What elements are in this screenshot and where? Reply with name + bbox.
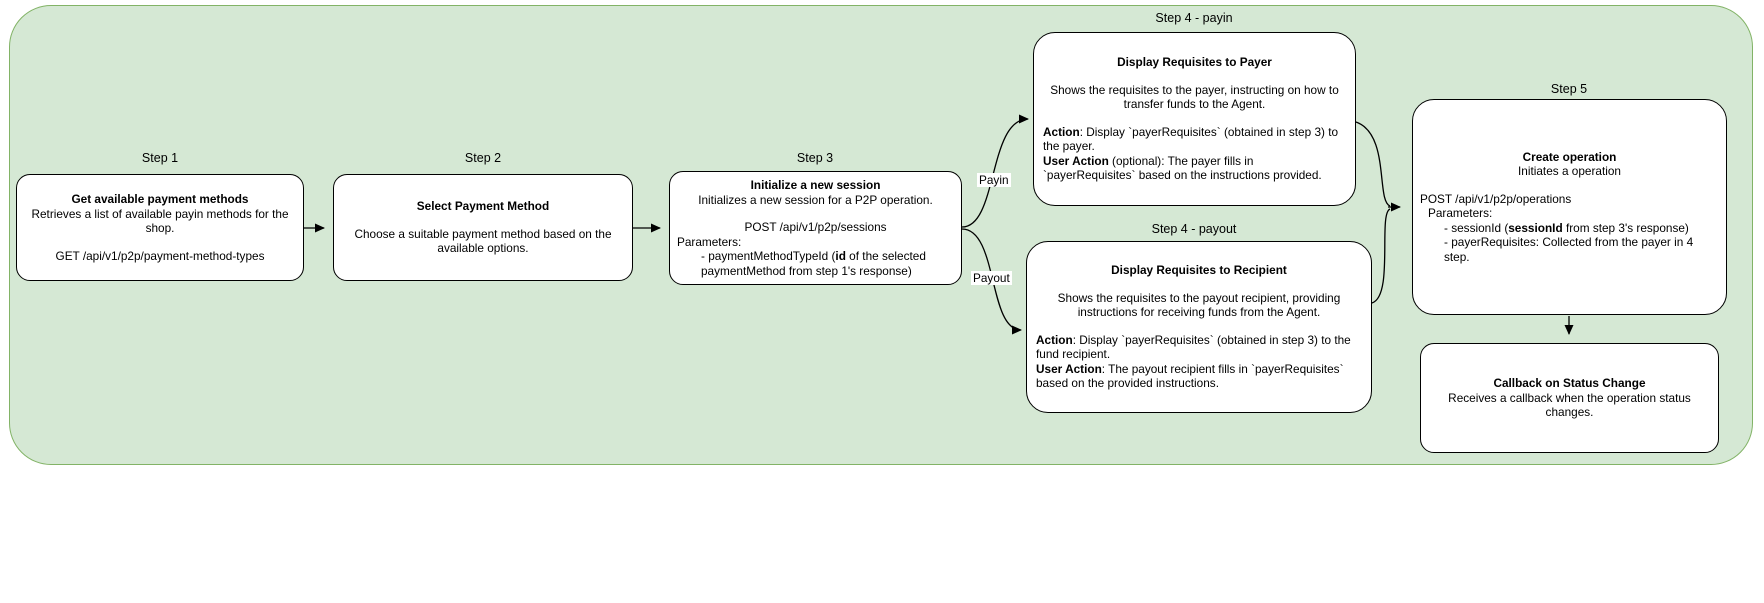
node-step1-get-payment-methods: Get available payment methods Retrieves … <box>16 174 304 281</box>
label-step4-payout: Step 4 - payout <box>1151 222 1237 236</box>
label-step5: Step 5 <box>1550 82 1588 96</box>
user-action-label: User Action <box>1043 153 1109 168</box>
action-text: : Display `payerRequisites` (obtained in… <box>1043 124 1339 154</box>
label-step4-payin: Step 4 - payin <box>1155 11 1233 25</box>
node-title: Display Requisites to Payer <box>1117 55 1272 70</box>
node-params-label: Parameters: <box>1428 206 1493 221</box>
node-desc: Shows the requisites to the payout recip… <box>1057 290 1341 320</box>
label-step3: Step 3 <box>796 151 834 165</box>
node-step2-select-payment-method: Select Payment Method Choose a suitable … <box>333 174 633 281</box>
node-params-label: Parameters: <box>677 234 742 249</box>
node-user-action: User Action: The payout recipient fills … <box>1036 362 1362 391</box>
user-action-label: User Action <box>1036 361 1102 376</box>
node-subtitle: Initiates a operation <box>1518 164 1621 179</box>
node-title: Callback on Status Change <box>1493 376 1646 391</box>
user-action-text: : The payout recipient fills in `payerRe… <box>1036 361 1344 391</box>
node-step3-initialize-session: Initialize a new session Initializes a n… <box>669 171 962 285</box>
user-action-text: (optional): The payer fills in `payerReq… <box>1043 153 1322 183</box>
param-text: - sessionId ( <box>1444 220 1509 235</box>
node-user-action: User Action (optional): The payer fills … <box>1043 154 1346 183</box>
action-label: Action <box>1043 124 1080 139</box>
param-text: of the selected paymentMethod from step … <box>701 249 926 278</box>
node-desc: Choose a suitable payment method based o… <box>354 226 612 256</box>
node-desc: Initializes a new session for a P2P oper… <box>698 192 933 207</box>
action-text: : Display `payerRequisites` (obtained in… <box>1036 332 1351 362</box>
node-desc: Receives a callback when the operation s… <box>1448 390 1691 420</box>
label-step2: Step 2 <box>464 151 502 165</box>
edge-label-payout: Payout <box>971 271 1012 285</box>
node-desc: Shows the requisites to the payer, instr… <box>1050 82 1339 112</box>
node-step4-display-requisites-recipient: Display Requisites to Recipient Shows th… <box>1026 241 1372 413</box>
node-title: Create operation <box>1522 149 1617 164</box>
node-step5-create-operation: Create operation Initiates a operation P… <box>1412 99 1727 315</box>
param-text: - paymentMethodTypeId ( <box>701 249 836 263</box>
node-title: Select Payment Method <box>416 199 550 214</box>
label-step1: Step 1 <box>141 151 179 165</box>
node-endpoint: POST /api/v1/p2p/operations <box>1420 191 1572 206</box>
node-param: - paymentMethodTypeId (id of the selecte… <box>677 249 954 278</box>
node-endpoint: GET /api/v1/p2p/payment-method-types <box>55 248 265 263</box>
action-label: Action <box>1036 332 1073 347</box>
node-title: Display Requisites to Recipient <box>1111 263 1287 278</box>
node-param: - payerRequisites: Collected from the pa… <box>1444 235 1694 264</box>
node-param: - sessionId (sessionId from step 3's res… <box>1420 221 1719 236</box>
node-desc: Retrieves a list of available payin meth… <box>31 206 289 236</box>
node-endpoint: POST /api/v1/p2p/sessions <box>744 220 887 234</box>
edge-label-payin: Payin <box>977 173 1011 187</box>
node-action: Action: Display `payerRequisites` (obtai… <box>1043 125 1346 154</box>
param-text: from step 3's response) <box>1562 220 1689 235</box>
param-text-bold: id <box>835 249 846 263</box>
param-text-bold: sessionId <box>1508 220 1563 235</box>
node-title: Get available payment methods <box>71 192 249 206</box>
node-action: Action: Display `payerRequisites` (obtai… <box>1036 333 1362 362</box>
node-step4-display-requisites-payer: Display Requisites to Payer Shows the re… <box>1033 32 1356 206</box>
node-callback-status-change: Callback on Status Change Receives a cal… <box>1420 343 1719 453</box>
node-title: Initialize a new session <box>750 178 881 192</box>
